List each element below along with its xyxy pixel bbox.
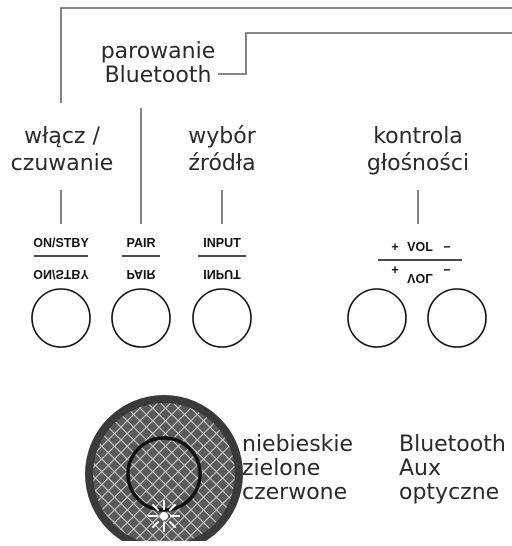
vol-plus-label-lower: + [391, 263, 398, 277]
source-label-line2: źródła [188, 151, 255, 176]
volume-label-line2: głośności [367, 151, 469, 176]
source-aux-label: Aux [399, 456, 441, 481]
pairing-label-line2: Bluetooth [105, 63, 212, 88]
pair-button-label-mirrored: PAIR [127, 267, 156, 281]
power-label-line1: włącz / [24, 124, 100, 149]
vol-minus-label: − [443, 240, 450, 254]
vol-plus-label: + [391, 240, 398, 254]
pair-button-label: PAIR [127, 236, 156, 250]
volume-label-line1: kontrola [373, 124, 463, 149]
color-green-label: zielone [242, 456, 320, 481]
vol-plus-button[interactable] [347, 288, 407, 348]
power-button-label-mirrored: ON/STBY [33, 267, 89, 281]
vol-label: VOL [407, 240, 433, 254]
input-button-label: INPUT [203, 236, 241, 250]
knob-icon[interactable] [85, 395, 243, 546]
color-red-label: czerwone [242, 480, 347, 505]
source-optical-label: optyczne [399, 480, 499, 505]
light-burst-icon [148, 500, 180, 532]
power-button-label: ON/STBY [33, 236, 89, 250]
source-bluetooth-label: Bluetooth [399, 432, 506, 457]
color-blue-label: niebieskie [242, 432, 353, 457]
vol-minus-button[interactable] [427, 288, 487, 348]
vol-minus-label-lower: − [443, 263, 450, 277]
source-label-line1: wybór [188, 124, 256, 149]
vol-label-mirrored: VOL [407, 271, 433, 285]
pairing-leader-line [218, 32, 512, 75]
pairing-label-line1: parowanie [101, 39, 216, 64]
input-button-label-mirrored: INPUT [203, 267, 241, 281]
power-label-line2: czuwanie [11, 151, 114, 176]
input-button[interactable] [192, 288, 252, 348]
power-leader-line [60, 7, 512, 103]
power-button[interactable] [31, 288, 91, 348]
pair-button[interactable] [111, 288, 171, 348]
